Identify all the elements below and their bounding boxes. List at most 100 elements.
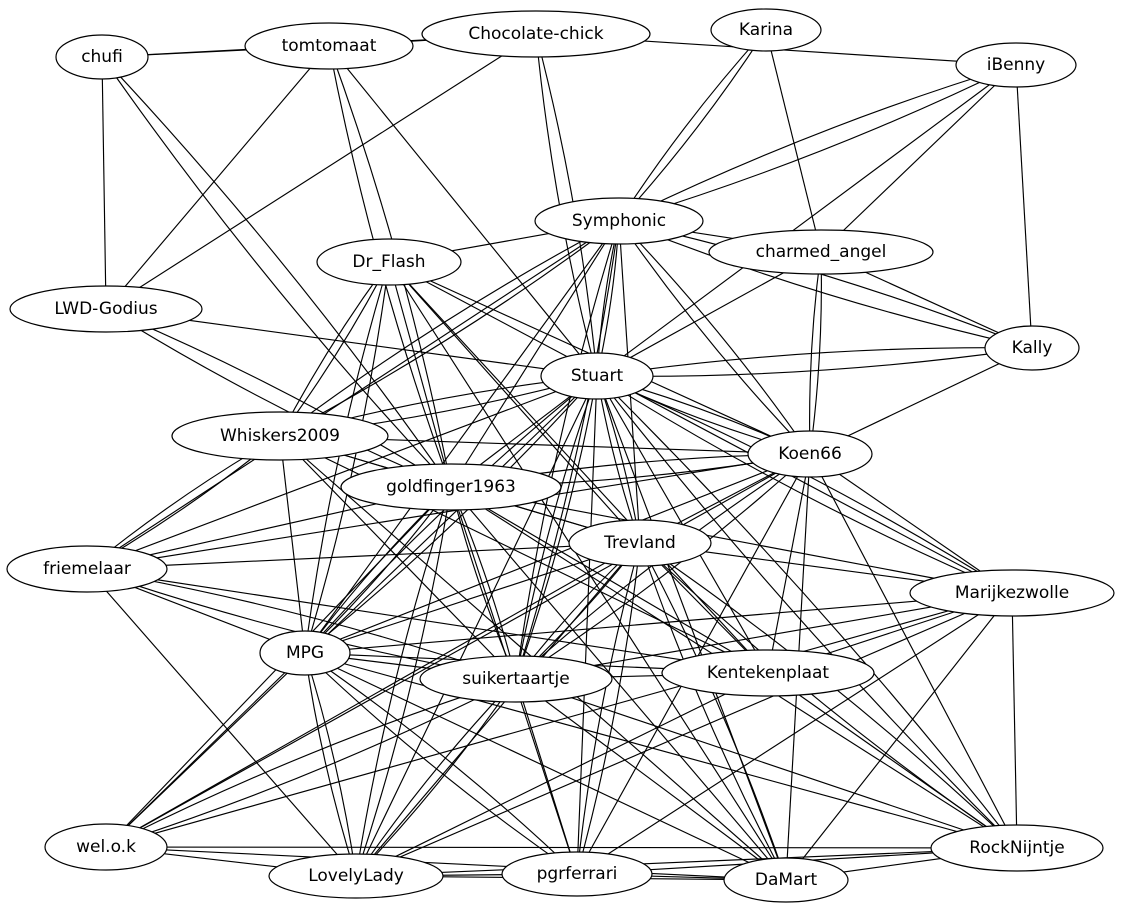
edge-marijkezwolle-lovelylady [355, 592, 1013, 877]
node-label: Kally [1012, 338, 1053, 358]
node-ellipse [710, 8, 822, 52]
edge-friemelaar-kentekenplaat [86, 568, 769, 674]
node-ellipse [747, 430, 873, 478]
node-lovelylady: LovelyLady [268, 853, 444, 899]
edge-trevland-pgrferrari [576, 542, 641, 875]
edge-trevland-damart [639, 542, 787, 881]
edge-stuart-wel-o-k [105, 375, 598, 848]
edge-suikertaartje-lovelylady [355, 678, 517, 877]
node-label: goldfinger1963 [386, 477, 516, 497]
node-kally: Kally [984, 325, 1080, 371]
edge-goldfinger1963-damart [450, 486, 787, 881]
node-ellipse [909, 569, 1115, 617]
edge-chocolate-chick-lwd-godius [105, 33, 537, 310]
node-dr-flash: Dr_Flash [316, 238, 462, 286]
edge-dr-flash-mpg [304, 261, 390, 654]
edge-marijkezwolle-rocknijntje [1011, 592, 1018, 849]
node-damart: DaMart [723, 857, 849, 903]
node-label: Karina [739, 20, 793, 40]
edge-charmed-angel-koen66 [809, 251, 822, 455]
node-ellipse [55, 34, 149, 80]
node-tomtomaat: tomtomaat [244, 22, 414, 70]
edge-stuart-suikertaartje [515, 375, 598, 680]
edge-whiskers2009-mpg [279, 435, 306, 654]
node-ellipse [316, 238, 462, 286]
node-ellipse [259, 630, 351, 676]
node-label: pgrferrari [537, 864, 618, 884]
node-label: LWD-Godius [54, 299, 157, 319]
edge-dr-flash-trevland [388, 261, 641, 544]
edge-ibenny-charmed-angel [820, 64, 1017, 253]
node-ibenny: iBenny [955, 42, 1077, 88]
edge-dr-flash-damart [388, 261, 787, 881]
edge-dr-flash-goldfinger1963 [388, 261, 452, 488]
edge-tomtomaat-lwd-godius [105, 45, 330, 310]
edge-suikertaartje-pgrferrari [515, 678, 578, 875]
node-kentekenplaat: Kentekenplaat [661, 649, 875, 697]
edge-kentekenplaat-rocknijntje [767, 672, 1018, 849]
node-friemelaar: friemelaar [6, 545, 168, 593]
edge-lovelylady-rocknijntje [355, 847, 1018, 877]
edge-dr-flash-marijkezwolle [388, 261, 1013, 594]
node-label: Whiskers2009 [220, 426, 340, 446]
node-trevland: Trevland [568, 519, 712, 567]
edge-stuart-marijkezwolle [596, 375, 1013, 594]
edge-mpg-wel-o-k [105, 652, 306, 848]
edge-symphonic-goldfinger1963 [450, 220, 620, 488]
edge-symphonic-suikertaartje [515, 220, 620, 680]
edge-stuart-suikertaartje [515, 375, 598, 680]
node-ellipse [244, 22, 414, 70]
edge-whiskers2009-suikertaartje [279, 435, 517, 680]
edge-koen66-wel-o-k [105, 453, 811, 848]
node-ellipse [930, 824, 1104, 872]
node-lwd-godius: LWD-Godius [9, 285, 203, 333]
node-charmed-angel: charmed_angel [708, 229, 934, 275]
edge-stuart-friemelaar [86, 375, 598, 570]
node-ellipse [501, 851, 653, 897]
node-chufi: chufi [55, 34, 149, 80]
edge-symphonic-mpg [304, 220, 620, 654]
edge-marijkezwolle-wel-o-k [105, 592, 1013, 848]
edge-chufi-goldfinger1963 [101, 56, 452, 488]
edge-koen66-mpg [304, 453, 811, 654]
node-label: chufi [81, 47, 123, 67]
node-label: friemelaar [43, 559, 131, 579]
edge-symphonic-kally [618, 220, 1033, 349]
edge-trevland-lovelylady [355, 542, 641, 877]
node-label: RockNijntje [969, 838, 1064, 858]
node-ellipse [44, 823, 168, 871]
edge-kentekenplaat-lovelylady [355, 672, 769, 877]
edge-marijkezwolle-damart [785, 592, 1013, 881]
edge-wel-o-k-damart [105, 846, 787, 881]
node-label: Trevland [603, 533, 676, 553]
edge-suikertaartje-wel-o-k [105, 678, 517, 848]
node-label: Koen66 [778, 444, 842, 464]
node-label: iBenny [987, 55, 1045, 75]
edge-stuart-rocknijntje [596, 375, 1018, 849]
node-label: charmed_angel [756, 242, 887, 262]
edge-mpg-damart [304, 652, 787, 881]
edge-symphonic-koen66 [618, 220, 811, 455]
edge-marijkezwolle-pgrferrari [576, 592, 1013, 875]
node-label: DaMart [755, 870, 818, 890]
node-ellipse [419, 655, 613, 703]
node-label: Marijkezwolle [955, 583, 1069, 603]
edge-goldfinger1963-lovelylady [355, 486, 452, 877]
node-mpg: MPG [259, 630, 351, 676]
edge-stuart-rocknijntje [596, 375, 1018, 849]
edge-whiskers2009-kentekenplaat [279, 435, 769, 674]
edge-trevland-pgrferrari [576, 542, 641, 875]
edge-kally-stuart [596, 347, 1033, 377]
edge-mpg-rocknijntje [304, 652, 1018, 849]
node-ellipse [421, 10, 651, 58]
node-ellipse [534, 197, 704, 245]
node-label: Kentekenplaat [707, 663, 829, 683]
node-ellipse [340, 463, 562, 511]
edge-stuart-pgrferrari [576, 375, 598, 875]
node-goldfinger1963: goldfinger1963 [340, 463, 562, 511]
node-chocolate-chick: Chocolate-chick [421, 10, 651, 58]
edge-goldfinger1963-lovelylady [355, 486, 452, 877]
edge-koen66-suikertaartje [515, 453, 811, 680]
node-symphonic: Symphonic [534, 197, 704, 245]
